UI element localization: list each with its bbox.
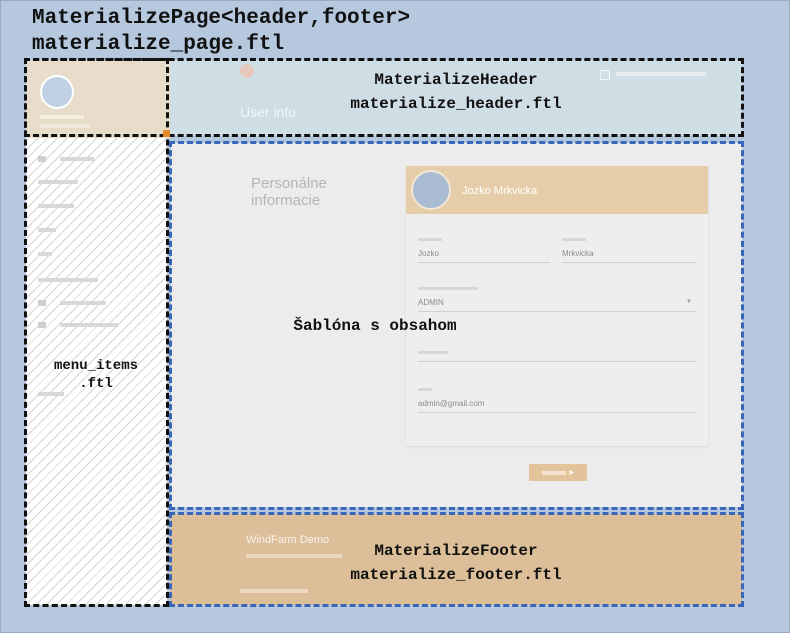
sidebar-item[interactable] [38,180,78,188]
avatar [411,170,451,210]
sidebar-boundary [24,58,169,607]
role-label-placeholder [418,286,478,292]
header-label: MaterializeHeader materialize_header.ftl [170,68,742,116]
email-field[interactable]: admin@gmail.com [418,399,485,408]
profile-card: Jozko Mrkvicka Jozko Mrkvicka ADMIN ▼ ad… [406,166,708,446]
section-title: Personálne informacie [251,175,327,209]
password-label-placeholder [418,350,448,356]
role-underline [418,311,696,312]
profile-name: Jozko Mrkvicka [462,185,538,197]
sidebar-item[interactable] [38,300,106,308]
sidebar-menu [26,60,171,605]
footer-boundary [169,512,744,607]
content-label: Šablóna s obsahom [293,317,457,335]
chevron-down-icon[interactable]: ▼ [686,299,692,305]
first-name-underline [418,262,550,263]
sidebar-email-sub-placeholder [40,124,90,130]
menu-items-label-line1: menu_items [53,358,138,374]
footer-title: WindFarm Demo [246,534,330,546]
first-name-label-placeholder [418,237,442,243]
footer-label-line1: MaterializeFooter [374,542,538,560]
last-name-label-placeholder [562,237,586,243]
role-select[interactable]: ADMIN [418,298,444,307]
last-name-field[interactable]: Mrkvicka [562,249,594,258]
header-email-placeholder [616,69,706,78]
sidebar-item[interactable] [38,252,52,260]
header-label-line1: MaterializeHeader [374,71,538,89]
footer-credit-placeholder [240,589,308,595]
sidebar-item[interactable] [38,156,94,164]
password-field[interactable] [418,361,696,362]
sidebar-item[interactable] [38,322,118,330]
sidebar-item[interactable] [38,228,56,236]
header-subtitle: User info [240,104,297,120]
header-region: User info [170,60,742,136]
logo-icon [240,64,254,78]
page-title-line2: materialize_page.ftl [32,33,285,56]
content-region: Personálne informacie Jozko Mrkvicka Joz… [171,143,742,507]
footer-label: MaterializeFooter materialize_footer.ftl [170,539,742,587]
menu-items-label: menu_items .ftl [36,357,156,393]
avatar [40,75,74,109]
footer-label-line2: materialize_footer.ftl [350,566,562,584]
sidebar-item[interactable] [38,278,98,286]
last-name-underline [562,262,696,263]
content-boundary [169,141,744,510]
sidebar-item[interactable] [38,204,74,212]
sidebar-email-placeholder [40,115,84,121]
menu-items-label-line2: .ftl [79,376,113,392]
email-label-placeholder [418,387,432,393]
logout-icon[interactable] [600,70,610,80]
first-name-field[interactable]: Jozko [418,249,439,258]
page-title: MaterializePage<header,footer> materiali… [32,6,410,58]
sidebar-profile [26,60,171,138]
save-button[interactable]: ➤ [529,464,587,481]
header-boundary [24,58,744,137]
page-title-line1: MaterializePage<header,footer> [32,7,411,30]
corner-marker [163,130,170,137]
footer-region: WindFarm Demo [170,514,742,605]
header-label-line2: materialize_header.ftl [350,95,562,113]
email-underline [418,412,696,413]
profile-card-header: Jozko Mrkvicka [406,166,708,214]
footer-subtitle-placeholder [246,554,342,560]
sidebar-item[interactable] [38,392,64,400]
